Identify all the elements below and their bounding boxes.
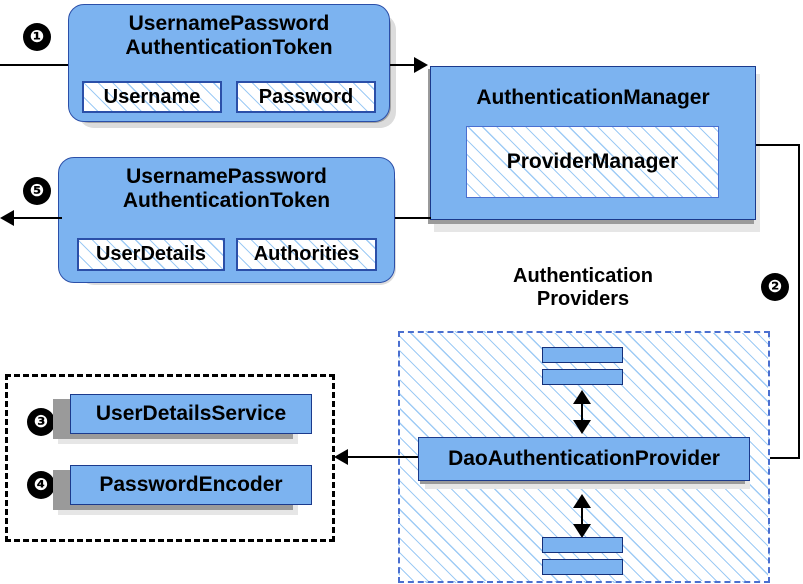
user-details-service-label: UserDetailsService [95, 402, 287, 425]
response-token-field-authorities: Authorities [236, 238, 377, 271]
step-badge-3: ❸ [28, 409, 54, 435]
provider-stub-bottom-bar-2 [542, 559, 623, 575]
provider-bottom-arrow-up [573, 494, 591, 508]
inbound-request-line [0, 64, 70, 66]
provider-manager-label: ProviderManager [506, 150, 679, 173]
step-badge-4: ❹ [28, 472, 54, 498]
response-token-field-authorities-label: Authorities [253, 243, 360, 265]
step-badge-1: ❶ [24, 24, 50, 50]
authentication-providers-title: Authentication Providers [513, 265, 653, 310]
request-token-field-password: Password [236, 81, 376, 113]
request-token-title: UsernamePassword AuthenticationToken [125, 12, 333, 59]
provider-top-arrow-down [573, 420, 591, 434]
response-token-field-userdetails: UserDetails [77, 238, 225, 271]
step-badge-5: ❺ [24, 178, 50, 204]
provider-bottom-arrow-down [573, 524, 591, 538]
response-token-title: UsernamePassword AuthenticationToken [122, 165, 331, 212]
provider-bottom-connector-line [581, 504, 583, 526]
request-token-field-username-label: Username [103, 85, 201, 108]
provider-manager-box: ProviderManager [466, 126, 719, 198]
request-token-field-password-label: Password [258, 85, 354, 108]
authentication-manager-title: AuthenticationManager [476, 86, 710, 109]
request-to-manager-arrowhead [414, 57, 428, 73]
user-details-service-box: UserDetailsService [70, 394, 312, 434]
provider-top-connector-line [581, 400, 583, 422]
provider-to-services-line [348, 456, 418, 458]
step-badge-2: ❷ [762, 274, 788, 300]
response-outbound-line [14, 217, 62, 219]
provider-stub-top-bar-1 [542, 347, 623, 363]
response-outbound-arrowhead [0, 210, 14, 226]
provider-stub-bottom-bar-1 [542, 537, 623, 553]
dao-authentication-provider-box: DaoAuthenticationProvider [418, 437, 750, 481]
request-to-manager-line [390, 64, 416, 66]
services-container [5, 374, 335, 542]
dao-authentication-provider-label: DaoAuthenticationProvider [448, 447, 720, 470]
manager-right-line [756, 144, 800, 146]
provider-to-services-arrowhead [334, 449, 348, 465]
manager-down-line [798, 144, 800, 458]
request-token-field-username: Username [82, 81, 222, 113]
provider-stub-top-bar-2 [542, 369, 623, 385]
provider-inbound-line [768, 457, 800, 459]
manager-to-response-line [395, 217, 431, 219]
password-encoder-box: PasswordEncoder [70, 465, 312, 505]
response-token-field-userdetails-label: UserDetails [95, 243, 207, 265]
provider-top-arrow-up [573, 390, 591, 404]
password-encoder-label: PasswordEncoder [99, 473, 283, 496]
